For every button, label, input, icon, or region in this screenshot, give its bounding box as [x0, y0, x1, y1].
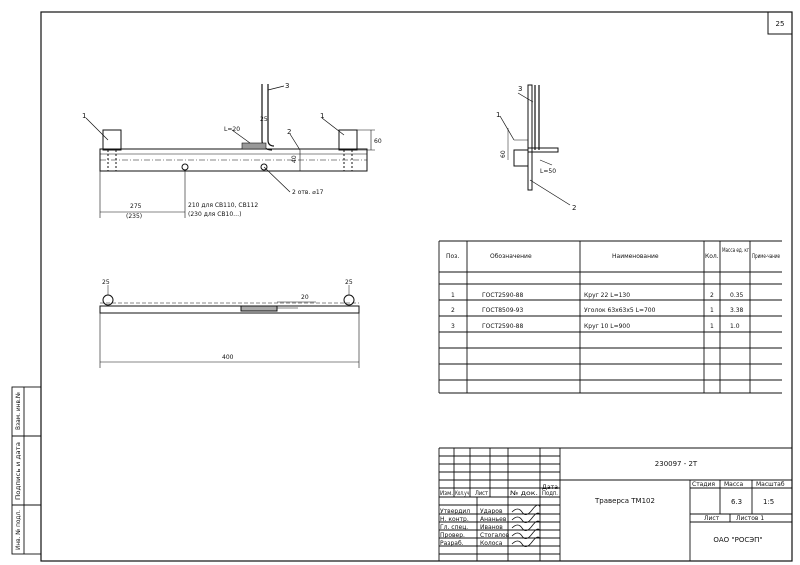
spec-header-mass: Масса ед. кг [722, 247, 749, 254]
dim-left-top: 275 [130, 203, 142, 210]
spec-row2-mass: 3.38 [730, 307, 744, 314]
spec-row1-designation: ГОСТ2590-88 [482, 292, 523, 299]
spec-row1-qty: 2 [710, 292, 714, 299]
spec-row3-designation: ГОСТ2590-88 [482, 323, 523, 330]
sheet-number: 25 [776, 20, 785, 28]
note-line2-top: (230 для СВ10…) [188, 211, 241, 218]
spec-header-name: Наименование [612, 253, 659, 260]
spec-row3-name: Круг 10 L=900 [584, 323, 630, 330]
mass-label: Масса [724, 481, 743, 488]
dim-gap-top: 60 [374, 138, 382, 145]
spec-row3-pos: 3 [451, 323, 455, 330]
role-normcontrol: Н. контр. [440, 516, 469, 523]
angle-vertical-leg [527, 84, 533, 191]
col-label-sheet: Лист [475, 490, 488, 497]
callout-top-1b: 1 [320, 112, 324, 120]
name-chief: Иванов [480, 524, 503, 531]
scale-label: Масштаб [756, 481, 785, 488]
spec-row2-qty: 1 [710, 307, 714, 314]
spec-row3-qty: 1 [710, 323, 714, 330]
left-strip [11, 386, 42, 555]
round-left [102, 294, 114, 306]
side-view [499, 84, 571, 206]
name-approved: Ударов [480, 508, 503, 515]
left-strip-signature: Подпись и дата [15, 442, 22, 500]
round-right [343, 294, 355, 306]
dim-left-alt-top: (235) [126, 213, 142, 220]
callout-side-3: 3 [518, 85, 522, 93]
callout-top-1a: 1 [82, 112, 86, 120]
weld-hatch [241, 142, 267, 150]
sheets-label: Листов 1 [736, 515, 764, 522]
sheet-label: Лист [704, 515, 720, 522]
role-checked: Провер. [440, 532, 465, 539]
mass-value: 6.3 [731, 498, 742, 506]
company-name: ОАО "РОСЭП" [713, 536, 762, 544]
bracket-left [102, 129, 122, 151]
spec-table [438, 240, 782, 394]
col-label-date: Дата [542, 484, 558, 491]
col-label-kolvo: Кол.уч [455, 490, 469, 497]
drawing-title: Траверса ТМ102 [594, 497, 655, 505]
name-checked: Стогалов [480, 532, 510, 539]
role-chief: Гл. спец. [440, 524, 468, 531]
left-strip-replace: Взам. инв.№ [15, 392, 22, 430]
weld-len-bottom: 20 [301, 294, 309, 301]
weld-size-top: 25 [260, 116, 268, 123]
dim-height-side: 60 [500, 150, 507, 158]
spec-row1-name: Круг 22 L=130 [584, 292, 630, 299]
spec-header-designation: Обозначение [490, 253, 532, 260]
hole-left [181, 163, 189, 171]
bottom-view [99, 285, 360, 368]
bracket-right [338, 129, 358, 151]
col-label-sign: Подп. [542, 490, 558, 497]
callout-top-3: 3 [285, 82, 289, 90]
callout-top-2: 2 [287, 128, 291, 136]
stage-label: Стадия [692, 481, 715, 488]
name-normcontrol: Ананьев [480, 516, 507, 523]
title-block-grid [438, 447, 792, 561]
sheet-number-box [767, 11, 793, 35]
spec-header-note: Приме-чание [752, 253, 780, 260]
role-approved: Утвердил [440, 508, 470, 515]
left-strip-inventory: Инв. № подл. [15, 510, 22, 550]
spec-row2-name: Уголок 63х63х5 L=700 [584, 307, 656, 314]
doc-number: 230097 - 2Т [655, 460, 698, 468]
spec-row3-mass: 1.0 [730, 323, 740, 330]
dim-height-top: 40 [291, 155, 298, 163]
scale-value: 1:5 [763, 498, 774, 506]
spec-row1-pos: 1 [451, 292, 455, 299]
hole-label: 2 отв. ⌀17 [292, 189, 324, 196]
note-line1-top: 210 для СВ110, СВ112 [188, 202, 258, 209]
hole-right [260, 163, 268, 171]
col-label-izm: Изм. [440, 490, 453, 497]
weld-label-side: L=50 [540, 168, 556, 175]
callout-side-1: 1 [496, 111, 500, 119]
spec-header-pos: Поз. [446, 253, 459, 260]
size-left-bottom: 25 [102, 279, 110, 286]
callout-side-2: 2 [572, 204, 576, 212]
rod-end-bottom [240, 305, 278, 312]
size-right-bottom: 25 [345, 279, 353, 286]
spec-row2-pos: 2 [451, 307, 455, 314]
signatures [511, 504, 541, 547]
spec-header-qty: Кол. [705, 253, 719, 260]
side-bracket [513, 149, 529, 167]
angle-bar-bottom [99, 305, 360, 314]
overall-len-bottom: 400 [222, 354, 234, 361]
spec-row2-designation: ГОСТ8509-93 [482, 307, 523, 314]
role-developed: Разраб. [440, 540, 464, 547]
sheet-frame [40, 11, 793, 562]
spec-row1-mass: 0.35 [730, 292, 744, 299]
name-developed: Колоса [480, 540, 503, 547]
col-label-doc: № док. [510, 490, 538, 497]
weld-label-top: L=20 [224, 126, 240, 133]
top-view [85, 84, 375, 218]
